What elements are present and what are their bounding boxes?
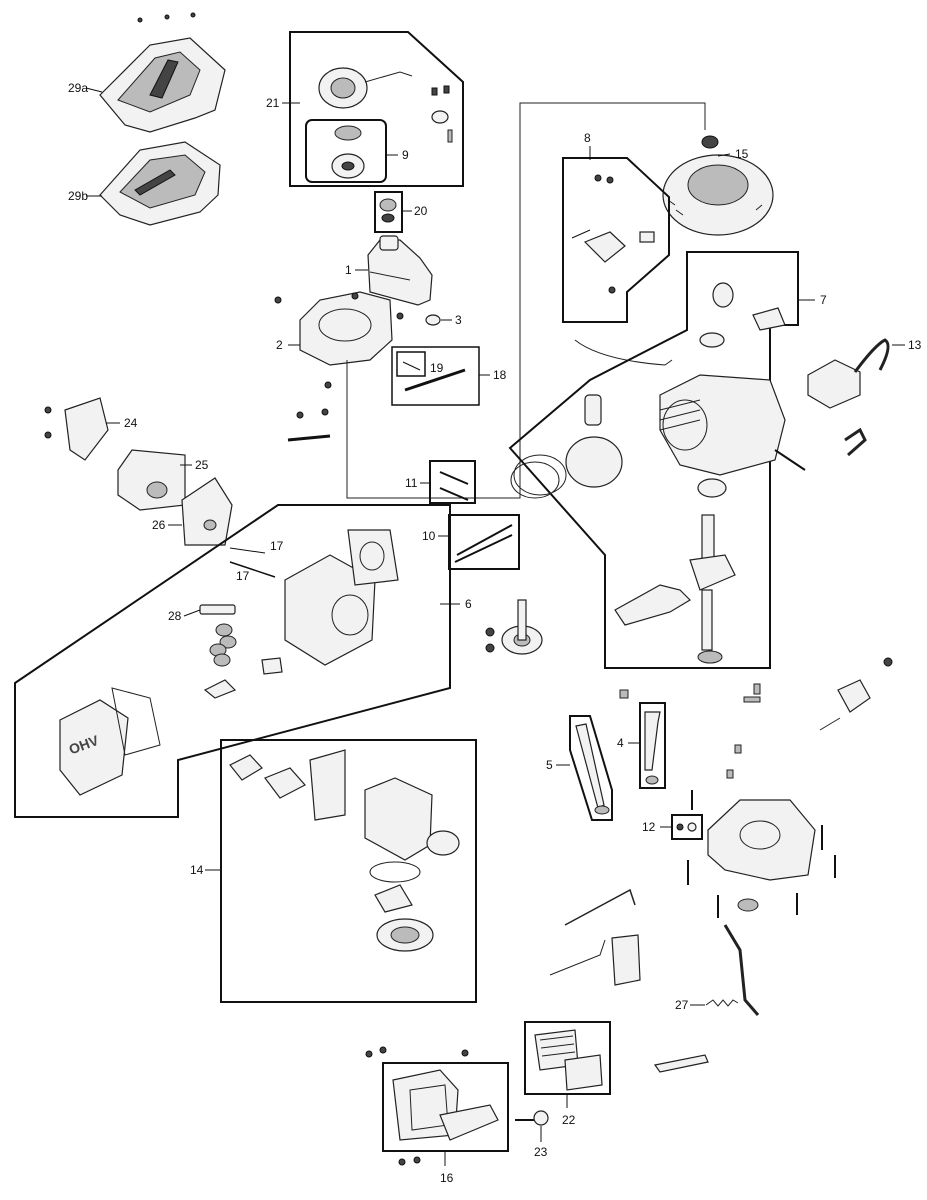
ignition-coil[interactable] — [807, 338, 890, 457]
connector-line — [346, 102, 706, 499]
callout-7: 7 — [820, 293, 827, 307]
callout-29a: 29a — [68, 81, 88, 95]
oil-fill-tube[interactable] — [644, 711, 661, 785]
piston-assembly[interactable] — [510, 394, 623, 499]
callout-27: 27 — [675, 998, 689, 1012]
push-rods[interactable] — [454, 524, 513, 563]
tube-19[interactable] — [402, 361, 466, 392]
callout-11: 11 — [405, 476, 418, 490]
box-19 — [396, 351, 426, 377]
callout-5: 5 — [546, 758, 553, 772]
callout-20: 20 — [414, 204, 428, 218]
oil-fill-tube-box-4 — [639, 702, 666, 789]
governor-spring-rod[interactable] — [574, 339, 673, 366]
engine-cover-29b[interactable] — [99, 141, 221, 226]
choke-lever[interactable] — [653, 1054, 709, 1073]
callout-3: 3 — [455, 313, 462, 327]
callout-14: 14 — [190, 863, 204, 877]
fuel-cap-box-20 — [374, 191, 403, 233]
callout-19: 19 — [430, 361, 444, 375]
governor-linkage[interactable] — [571, 174, 655, 294]
muffler-25[interactable] — [117, 449, 186, 511]
callout-10: 10 — [422, 529, 436, 543]
callout-28: 28 — [168, 609, 182, 623]
loose-hardware — [287, 381, 836, 918]
starter-pulley-box-9 — [305, 119, 387, 183]
dipstick-tube-box-18 — [391, 346, 480, 406]
callout-9: 9 — [402, 148, 409, 162]
washer-3[interactable] — [396, 312, 441, 326]
valves[interactable] — [439, 471, 469, 501]
dipstick-box-5 — [569, 715, 613, 821]
governor-parts[interactable] — [549, 657, 893, 1016]
callout-25: 25 — [195, 458, 209, 472]
callout-26: 26 — [152, 518, 166, 532]
crankshaft[interactable] — [689, 514, 736, 664]
blower-housing[interactable] — [274, 291, 393, 366]
recoil-starter-assembly[interactable] — [318, 67, 453, 143]
callout-8: 8 — [584, 131, 591, 145]
dipstick[interactable] — [575, 723, 610, 815]
air-cleaner-cover[interactable] — [365, 1046, 499, 1166]
short-block-box-7 — [508, 251, 799, 669]
connecting-rod[interactable] — [614, 584, 691, 626]
carburetor-box-14 — [220, 739, 477, 1003]
callout-17-upper: 17 — [270, 539, 284, 553]
flywheel[interactable] — [662, 135, 774, 236]
callout-24: 24 — [124, 416, 138, 430]
callout-29b: 29b — [68, 189, 88, 203]
cylinder-head[interactable] — [284, 529, 399, 666]
spark-plug-28[interactable] — [199, 604, 236, 615]
callout-18: 18 — [493, 368, 507, 382]
callout-16: 16 — [440, 1171, 454, 1185]
air-filter[interactable] — [534, 1029, 603, 1091]
cylinder-head-box-6 — [14, 504, 451, 818]
callout-13: 13 — [908, 338, 922, 352]
callout-6: 6 — [465, 597, 472, 611]
callout-1: 1 — [345, 263, 352, 277]
carburetor[interactable] — [364, 777, 434, 952]
callout-12: 12 — [642, 820, 656, 834]
callout-21: 21 — [266, 96, 280, 110]
callout-22: 22 — [562, 1113, 576, 1127]
callout-23: 23 — [534, 1145, 548, 1159]
drain-plug-12[interactable] — [676, 822, 697, 832]
starter-pulley[interactable] — [331, 125, 365, 179]
recoil-starter-group-box — [289, 31, 464, 187]
callout-17-lower: 17 — [236, 569, 250, 583]
valve-springs[interactable] — [203, 623, 283, 699]
governor-group-box-8 — [562, 157, 670, 323]
crankcase-sump[interactable] — [707, 799, 816, 912]
valve-cover[interactable]: OHV — [59, 687, 161, 796]
fuel-cap[interactable] — [379, 198, 397, 223]
callout-2: 2 — [276, 338, 283, 352]
callout-4: 4 — [617, 736, 624, 750]
gasket-26[interactable] — [181, 477, 233, 546]
fuel-tank[interactable] — [367, 235, 433, 306]
seals-bearings[interactable] — [697, 282, 806, 498]
air-filter-knob-23[interactable] — [515, 1110, 549, 1126]
valve-box-11 — [429, 460, 476, 504]
callout-15: 15 — [735, 147, 749, 161]
spring-27[interactable] — [705, 999, 739, 1007]
engine-cover-29a[interactable] — [99, 12, 226, 133]
cylinder-block[interactable] — [659, 374, 786, 476]
head-bolts-17[interactable] — [229, 547, 276, 578]
camshaft-gear[interactable] — [485, 599, 543, 655]
heat-shield-24[interactable] — [44, 397, 109, 461]
carburetor-gaskets[interactable] — [229, 749, 460, 856]
